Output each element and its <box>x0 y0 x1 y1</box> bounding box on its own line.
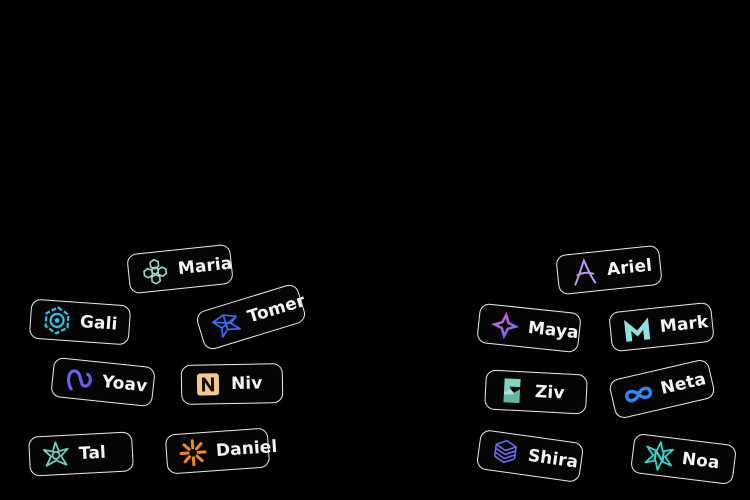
tag-noa[interactable]: Noa <box>629 432 738 486</box>
tag-label: Shira <box>526 445 580 473</box>
sunburst-icon <box>176 436 210 470</box>
letter-m-icon <box>620 312 655 347</box>
geometric-bird-icon <box>206 305 246 345</box>
tag-label: Tal <box>78 442 107 465</box>
shield-ring-icon <box>40 303 74 337</box>
infinity-icon <box>619 375 657 413</box>
tag-yoav[interactable]: Yoav <box>50 356 156 408</box>
four-point-star-icon <box>488 308 523 343</box>
tag-label: Ariel <box>605 255 654 281</box>
tag-label: Ziv <box>534 381 566 404</box>
star-gear-icon <box>39 438 73 472</box>
tag-ariel[interactable]: Ariel <box>555 244 663 296</box>
tag-ziv[interactable]: Ziv <box>484 369 588 415</box>
tag-label: Daniel <box>215 436 279 462</box>
tag-label: Mark <box>658 312 710 338</box>
tag-label: Noa <box>680 448 721 474</box>
script-a-icon <box>567 255 602 290</box>
tag-neta[interactable]: Neta <box>607 358 717 420</box>
tag-maya[interactable]: Maya <box>476 302 582 354</box>
tag-label: Niv <box>230 373 263 395</box>
letter-n-icon <box>192 368 225 401</box>
hexagon-cluster-icon <box>138 254 173 289</box>
tag-daniel[interactable]: Daniel <box>164 427 278 475</box>
tag-label: Gali <box>79 312 119 335</box>
tag-label: Neta <box>658 369 708 399</box>
tag-tomer[interactable]: Tomer <box>194 282 308 352</box>
tag-gali[interactable]: Gali <box>28 298 132 346</box>
tag-niv[interactable]: Niv <box>180 363 284 405</box>
tag-label: Tomer <box>245 291 308 328</box>
tag-label: Maria <box>176 253 234 280</box>
loop-icon <box>62 362 97 397</box>
tag-label: Yoav <box>100 371 149 397</box>
burst-n-icon <box>641 438 677 474</box>
tag-mark[interactable]: Mark <box>608 301 715 353</box>
tag-maria[interactable]: Maria <box>126 243 234 295</box>
tag-shira[interactable]: Shira <box>475 428 585 484</box>
folded-s-icon <box>495 374 529 408</box>
tag-tal[interactable]: Tal <box>28 431 134 477</box>
stacked-blocks-icon <box>487 434 523 470</box>
tag-label: Maya <box>526 317 580 344</box>
